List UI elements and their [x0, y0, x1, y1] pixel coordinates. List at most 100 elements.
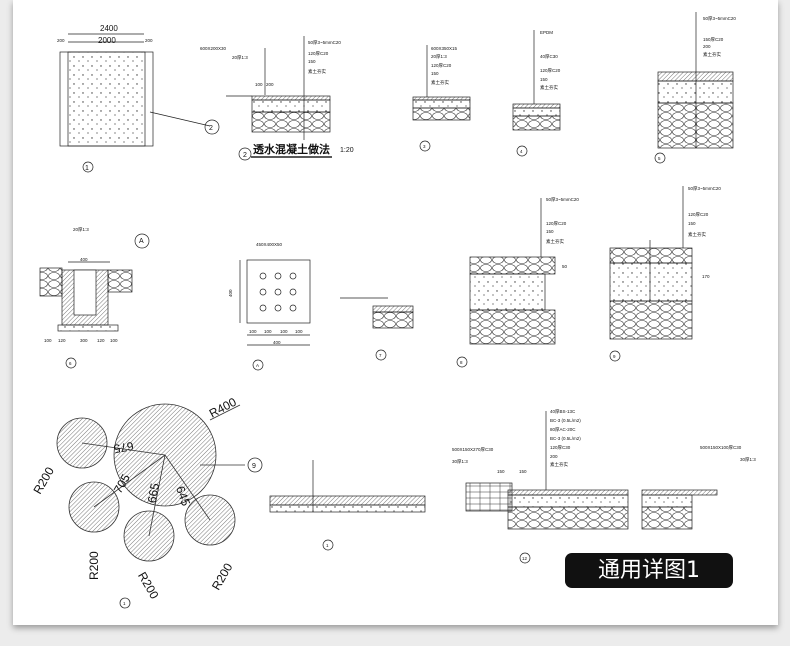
dim-200-right: 200 [145, 38, 153, 43]
radius-r200-c: R200 [135, 570, 162, 602]
dist-645: 645 [173, 484, 193, 508]
drain-hole [274, 304, 282, 312]
d8-note-3: 150 [546, 229, 554, 234]
detail-5-section [654, 12, 734, 164]
callout-a: A [139, 238, 144, 245]
d2-note-6: 素土夯实 [308, 68, 326, 75]
d6-dim-a: 100 [44, 338, 52, 343]
d12-left-note-2: 30厚1:3 [452, 459, 468, 465]
d12-dim-2: 150 [519, 469, 527, 474]
radius-r200-d: R200 [209, 560, 236, 592]
detail-4-number: 4 [520, 149, 523, 154]
drain-hole [274, 288, 282, 296]
detail-7-number: 7 [379, 353, 382, 358]
detail-9-number: 9 [613, 354, 616, 359]
da-h-4: 100 [295, 329, 303, 334]
d2-note-5: 150 [308, 59, 316, 64]
da-total-v: 400 [228, 289, 233, 297]
d4-note-2: 40厚C30 [540, 54, 558, 60]
d12-left-note-1: 500X150X270厚C30 [452, 447, 494, 453]
d4-note-3: 120厚C20 [540, 68, 561, 74]
d12-right-note-2: 30厚1:3 [740, 457, 756, 463]
d6-note: 20厚1:3 [73, 227, 89, 233]
d5-note-3: 200 [703, 44, 711, 49]
detail-6-number: 6 [69, 361, 72, 366]
drain-hole [259, 304, 267, 312]
d3-note-3: 120厚C20 [431, 63, 452, 69]
d3-note-2: 20厚1:3 [431, 54, 447, 60]
detail-10-section [269, 460, 426, 551]
d12-mid-3: 80厚AC-20C [550, 427, 576, 433]
d2-note-1: 600X200X30 [200, 46, 227, 51]
d3-note-4: 150 [431, 71, 439, 76]
d2-dim-200: 200 [266, 82, 274, 87]
d6-dim-c: 300 [80, 338, 88, 343]
radius-r200-b: R200 [87, 551, 101, 580]
dist-675: 675 [112, 439, 134, 456]
detail-9-section [609, 186, 693, 362]
detail-6-drain-section [39, 233, 150, 369]
stepping-stone-plan [56, 403, 263, 609]
d12-right-note-1: 500X150X100厚C30 [700, 445, 742, 451]
d9-note-2: 120厚C20 [688, 212, 709, 218]
detail-2-section [226, 36, 332, 161]
detail-a-number: A [256, 363, 259, 368]
detail-7-section [340, 297, 414, 361]
d5-note-4: 素土夯实 [703, 51, 721, 58]
d12-mid-6: 200 [550, 454, 558, 459]
detail-2-scale: 1:20 [340, 147, 354, 154]
d6-dim-400: 400 [80, 257, 88, 262]
da-total-h: 400 [273, 340, 281, 345]
detail-12-number: 12 [522, 556, 528, 561]
dist-665: 665 [145, 482, 162, 504]
d9-note-4: 素土夯实 [688, 231, 706, 238]
detail-10-number: 1 [326, 543, 329, 548]
detail-2-number: 2 [243, 152, 247, 159]
detail-8-section [456, 198, 556, 368]
da-h-3: 100 [280, 329, 288, 334]
d8-note-4: 素土夯实 [546, 238, 564, 245]
d4-note-5: 素土夯实 [540, 84, 558, 91]
d3-note-1: 600X350X15 [431, 46, 458, 51]
detail-2-title: 透水混凝土做法 [253, 142, 330, 156]
detail-3-number: 3 [423, 144, 426, 149]
dim-2000: 2000 [98, 36, 116, 45]
detail-5-number: 5 [658, 156, 661, 161]
d6-dim-b: 120 [58, 338, 66, 343]
detail-1-number: 1 [85, 165, 89, 172]
d12-dim-1: 150 [497, 469, 505, 474]
radius-r400: R400 [207, 395, 239, 421]
d5-note-1: 50厚3~5mmC20 [703, 16, 736, 22]
d12-mid-1: 40厚BS-13C [550, 409, 576, 415]
radius-r200-a: R200 [30, 464, 57, 496]
d9-dim: 170 [702, 274, 710, 279]
d12-mid-7: 素土夯实 [550, 461, 568, 468]
d3-note-5: 素土夯实 [431, 79, 449, 86]
d2-note-4: 120厚C20 [308, 51, 329, 57]
drain-hole [274, 272, 282, 280]
drain-hole [259, 272, 267, 280]
d6-dim-d: 120 [97, 338, 105, 343]
d12-mid-4: BC-3 (0.5L/m2) [550, 436, 581, 441]
da-h-2: 100 [264, 329, 272, 334]
drain-hole [289, 272, 297, 280]
d12-mid-2: BC-3 (0.5L/m2) [550, 418, 581, 423]
d2-note-3: 50厚3~5mmC20 [308, 40, 341, 46]
detail-1-plan [59, 33, 220, 173]
detail-12-section [465, 411, 718, 564]
da-h-1: 100 [249, 329, 257, 334]
callout-9: 9 [252, 463, 256, 470]
d2-note-2: 20厚1:3 [232, 55, 248, 61]
drain-hole [289, 288, 297, 296]
d8-note-2: 120厚C20 [546, 221, 567, 227]
detail-3-section [412, 45, 471, 152]
sheet-label: 通用详图1 [565, 553, 733, 588]
detail-a-cover-plate [239, 259, 311, 371]
dim-200-left: 200 [57, 38, 65, 43]
d4-note-1: EPDM [540, 30, 553, 35]
d8-dim: 50 [562, 264, 568, 269]
d8-note-1: 50厚3~5mmC20 [546, 197, 579, 203]
detail-8-number: 8 [460, 360, 463, 365]
d9-note-1: 50厚3~5mmC20 [688, 186, 721, 192]
detail-4-section [512, 30, 561, 157]
